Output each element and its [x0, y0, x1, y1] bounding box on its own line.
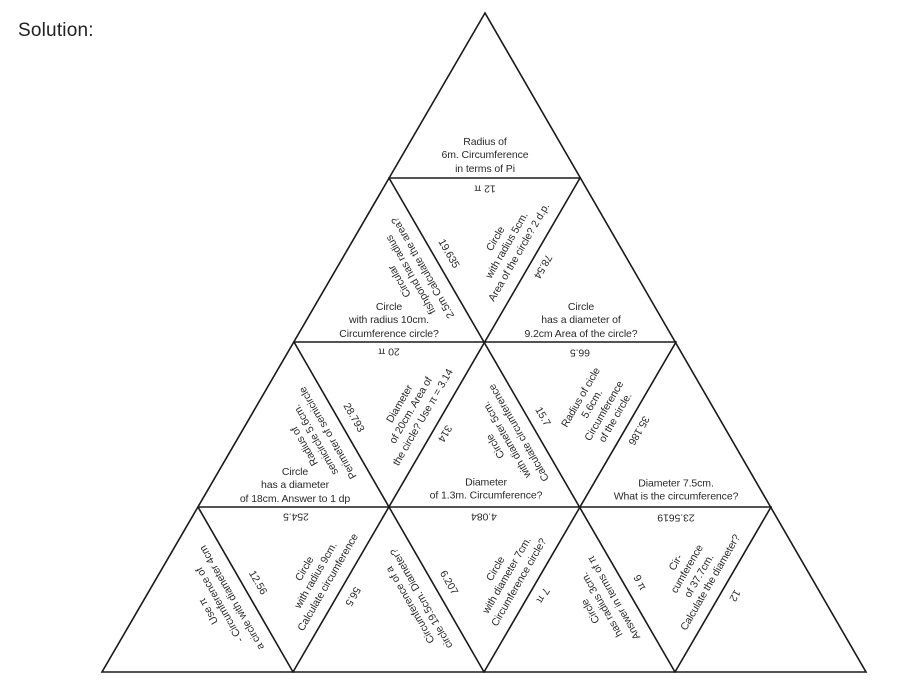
grid-line	[197, 506, 294, 673]
solution-heading: Solution:	[18, 20, 94, 41]
piece-t2-question-bottom: Circle with radius 10cm. Circumference c…	[339, 300, 439, 340]
piece-t15-answer-top: 23.5619	[657, 511, 695, 524]
piece-t11-answer-top: 254.5	[283, 510, 309, 523]
grid-line	[388, 177, 676, 673]
grid-line	[674, 506, 772, 673]
piece-t9-question-bottom: Diameter 7.5cm. What is the circumferenc…	[613, 477, 739, 503]
grid-line	[292, 177, 581, 673]
piece-t4-question-bottom: Circle has a diameter of 9.2cm Area of t…	[524, 300, 638, 340]
piece-t3-answer-top: 12 π	[474, 182, 496, 195]
piece-t6-answer-top: 20 π	[378, 345, 400, 358]
grid-lines	[100, 11, 868, 673]
piece-t13-answer-top: 4.084	[471, 510, 497, 523]
piece-t7-question-bottom: Diameter of 1.3m. Circumference?	[429, 476, 543, 502]
grid-line	[293, 341, 485, 673]
piece-t1-question-bottom: Radius of 6m. Circumference in terms of …	[441, 135, 529, 175]
piece-t8-answer-top: 66.5	[569, 346, 591, 359]
piece-t5-question-bottom: Circle has a diameter of 18cm. Answer to…	[239, 465, 351, 505]
